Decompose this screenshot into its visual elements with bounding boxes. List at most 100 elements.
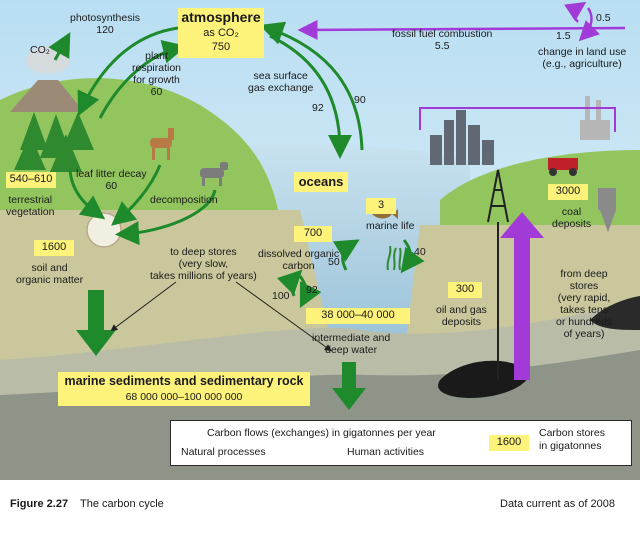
ocean-release-arrow (259, 21, 364, 151)
decomposition-arrow-2 (115, 189, 217, 246)
land-use-value-b: 1.5 (556, 30, 571, 42)
legend-store-label: Carbon stores in gigatonnes (539, 427, 605, 453)
soil-store: 1600 (34, 240, 74, 256)
dissolved-store: 700 (294, 226, 332, 242)
carbon-cycle-figure: atmosphere as CO₂ 750 photosynthesis 120… (0, 0, 640, 480)
legend: Carbon flows (exchanges) in gigatonnes p… (170, 420, 632, 466)
dissolved-flow-b: 92 (306, 284, 318, 296)
fossil-fuel-arrow (297, 19, 626, 40)
coal-line1: coal (561, 206, 582, 218)
dissolved-label: dissolved organic carbon (258, 248, 339, 272)
sea-surface-label: sea surface gas exchange (248, 70, 313, 94)
terrestrial-line1: terrestrial (8, 194, 53, 206)
from-deep-line6: of years) (563, 328, 605, 340)
plant-respiration-label: plant respiration for growth 60 (132, 50, 181, 98)
deep-water-line1: intermediate and (312, 332, 391, 344)
atmosphere-title: atmosphere (181, 9, 261, 25)
oil-gas-label: oil and gas deposits (436, 304, 487, 328)
marine-life-flow-out (400, 239, 425, 274)
sediments-store: marine sediments and sedimentary rock 68… (58, 372, 310, 406)
soil-to-sediment-arrow (76, 290, 116, 356)
coal-store: 3000 (548, 184, 588, 200)
terrestrial-label: terrestrial vegetation (6, 194, 54, 218)
oceans-label: oceans (294, 172, 348, 192)
photosynthesis-text: photosynthesis (70, 12, 141, 24)
from-deep-line5: or hundreds (556, 316, 613, 328)
fossil-bracket (419, 107, 616, 132)
plant-respiration-line3: for growth (133, 74, 180, 86)
leaf-litter-value: 60 (105, 180, 118, 192)
marine-life-store: 3 (366, 198, 396, 214)
extraction-arrow (500, 212, 544, 380)
land-use-line1: change in land use (538, 46, 627, 58)
oil-gas-line2: deposits (441, 316, 481, 328)
land-use-arrow-a (564, 1, 587, 23)
from-deep-line1: from deep (560, 268, 608, 280)
leaf-litter-text: leaf litter decay (76, 168, 147, 180)
leaf-litter-arrow (68, 169, 106, 220)
marine-life-flow-in (332, 239, 360, 271)
figure-title: The carbon cycle (80, 498, 164, 510)
land-use-value-a: 0.5 (596, 12, 611, 24)
oil-gas-line1: oil and gas (436, 304, 487, 316)
from-deep-line3: (very rapid, (557, 292, 611, 304)
decomposition-arrow-1 (111, 164, 162, 226)
plant-respiration-line2: respiration (132, 62, 182, 74)
fossil-fuel-text: fossil fuel combustion (392, 28, 493, 40)
decomposition-label: decomposition (150, 194, 218, 206)
deep-store-pointers (110, 281, 332, 352)
photosynthesis-value: 120 (96, 24, 114, 36)
land-use-arrow-b (578, 7, 600, 42)
sea-surface-line1: sea surface (253, 70, 308, 82)
seaweed (386, 245, 402, 271)
land-use-line2: (e.g., agriculture) (542, 58, 622, 70)
coal-seam (590, 296, 640, 330)
marine-life-label: marine life (366, 220, 415, 232)
dissolved-line1: dissolved organic (258, 248, 340, 260)
deer (150, 128, 174, 160)
legend-store-line2: in gigatonnes (539, 440, 602, 452)
dissolved-flow-a: 100 (272, 290, 290, 302)
deep-water-line2: deep water (325, 344, 378, 356)
photosynthesis-arrow (77, 26, 179, 117)
sediments-title: marine sediments and sedimentary rock (64, 374, 304, 388)
plant-respiration-line1: plant (145, 50, 168, 62)
marine-life-flow-a: 50 (328, 256, 340, 268)
decomposer-circle (86, 212, 122, 248)
figure-caption: Figure 2.27 The carbon cycle Data curren… (0, 488, 640, 518)
legend-store-line1: Carbon stores (539, 427, 605, 439)
doc-flow-down (298, 275, 322, 309)
sea-surface-value-in: 92 (312, 102, 324, 114)
dissolved-line2: carbon (282, 260, 315, 272)
atmosphere-sub: as CO₂ (203, 27, 239, 39)
soil-label: soil and organic matter (16, 262, 83, 286)
legend-natural-label: Natural processes (181, 446, 266, 458)
oil-deposit (438, 360, 529, 398)
atmosphere-value: 750 (211, 41, 231, 53)
soil-line2: organic matter (16, 274, 84, 286)
from-deep-line4: takes tens (560, 304, 608, 316)
photosynthesis-label: photosynthesis 120 (70, 12, 140, 36)
deep-stores-label: to deep stores (very slow, takes million… (150, 246, 257, 282)
co2-label: CO₂ (30, 44, 50, 56)
deep-water-label: intermediate and deep water (312, 332, 390, 356)
plant-respiration-value: 60 (150, 86, 163, 98)
sediments-value: 68 000 000–100 000 000 (125, 391, 243, 403)
legend-title: Carbon flows (exchanges) in gigatonnes p… (207, 427, 436, 439)
tractor (548, 158, 578, 176)
marine-life-flow-b: 40 (414, 246, 426, 258)
soil-line1: soil and (31, 262, 68, 274)
city (430, 110, 494, 165)
coal-line2: deposits (552, 218, 592, 230)
sea-surface-value-out: 90 (354, 94, 366, 106)
ocean-uptake-arrow (269, 34, 352, 159)
land-use-label: change in land use (e.g., agriculture) (538, 46, 626, 70)
legend-human-label: Human activities (347, 446, 425, 458)
terrestrial-store: 540–610 (6, 172, 56, 188)
sediment-arrows (76, 290, 366, 410)
terrestrial-line2: vegetation (6, 206, 55, 218)
natural-arrows (48, 21, 425, 309)
sea-surface-line2: gas exchange (248, 82, 314, 94)
doc-flow-up (276, 269, 303, 297)
figure-data-note: Data current as of 2008 (500, 498, 615, 510)
